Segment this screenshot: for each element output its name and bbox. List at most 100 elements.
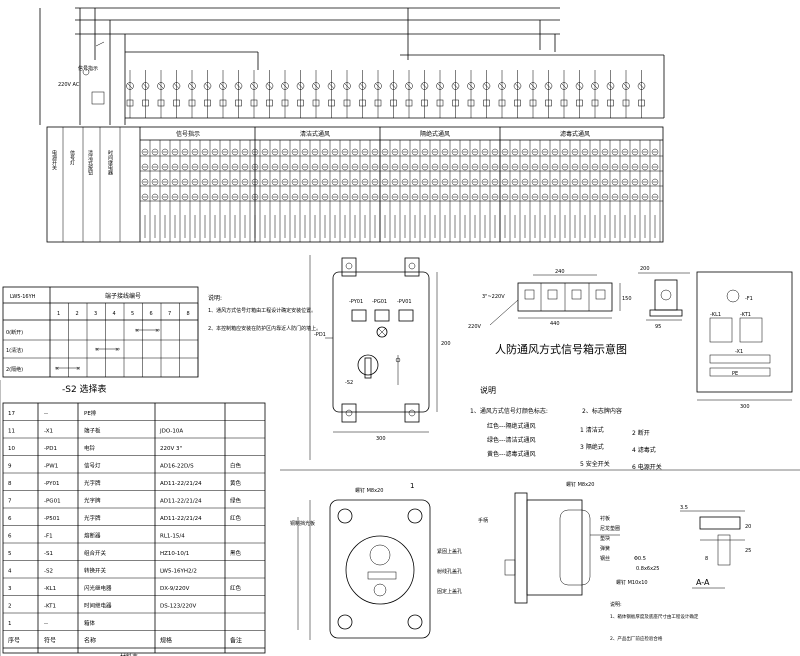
relay-coil-icon: [421, 99, 428, 107]
parts-cell: HZ10-10/1: [160, 551, 189, 557]
lamp-icon: [296, 82, 305, 90]
terminal-icon: [241, 148, 249, 156]
terminal-icon: [601, 193, 609, 201]
lamp-icon: [482, 82, 491, 90]
terminal-icon: [611, 148, 619, 156]
parts-cell: 8: [8, 481, 12, 487]
terminal-icon: [651, 163, 659, 171]
terminal-icon: [171, 178, 179, 186]
switch-table-title: 端子接线编号: [105, 292, 141, 300]
parts-header: 备注: [230, 637, 242, 645]
parts-cell: 4: [8, 569, 12, 575]
s2-title: -S2 选择表: [62, 383, 107, 395]
switch-col-header: 5: [131, 311, 134, 317]
terminal-icon: [361, 193, 369, 201]
terminal-icon: [221, 148, 229, 156]
relay-coil-icon: [188, 99, 196, 107]
terminal-icon: [231, 193, 239, 201]
terminal-icon: [611, 178, 619, 186]
terminal-icon: [161, 163, 169, 171]
parts-cell: RL1-15/4: [160, 534, 185, 540]
terminal-icon: [141, 178, 149, 186]
terminal-icon: [261, 148, 269, 156]
terminal-icon: [231, 163, 239, 171]
terminal-icon: [621, 148, 629, 156]
terminal-icon: [491, 148, 499, 156]
aa-label: A-A: [696, 578, 710, 587]
relay-coil-icon: [204, 99, 211, 107]
terminal-icon: [581, 163, 589, 171]
terminal-icon: [641, 193, 649, 201]
parts-cell: 信号灯: [84, 462, 101, 470]
notes-top-line-2: 2、本控制箱应安装在防护区内靠近人防门的墙上。: [208, 325, 321, 332]
lamp-icon: [250, 82, 258, 90]
parts-cell: 端子板: [84, 427, 101, 435]
terminal-icon: [291, 178, 299, 186]
parts-cell: 1: [8, 621, 12, 627]
switch-col-header: 3: [94, 311, 97, 317]
terminal-icon: [301, 148, 309, 156]
terminal-icon: [491, 193, 499, 201]
terminal-icon: [351, 178, 359, 186]
terminal-icon: [341, 148, 349, 156]
parts-cell: 220V 3": [160, 446, 182, 452]
box-dim-bottom: 440: [550, 321, 560, 327]
relay-coil-icon: [374, 99, 382, 107]
terminal-icon: [581, 178, 589, 186]
relay-coil-icon: [529, 99, 537, 107]
relay-coil-icon: [157, 99, 165, 107]
parts-cell: 电铃: [84, 444, 96, 452]
terminal-icon: [611, 163, 619, 171]
terminal-icon: [521, 193, 529, 201]
terminal-icon: [561, 148, 569, 156]
terminal-icon: [201, 178, 209, 186]
detail-front-part-no: 1: [410, 482, 414, 490]
lamp-icon: [374, 82, 382, 90]
terminal-icon: [431, 193, 439, 201]
cabinet-panel-view: -F1 -KL1 -KT1 -X1 PE 300: [696, 271, 793, 410]
terminal-icon: [451, 193, 459, 201]
parts-cell: -F1: [44, 534, 53, 540]
terminal-icon: [481, 163, 489, 171]
terminal-icon: [211, 193, 219, 201]
terminal-icon: [591, 148, 599, 156]
terminal-icon: [521, 163, 529, 171]
group-label-1: 清洁式通风: [300, 130, 330, 138]
section-label-screw: 螺钉 M8x20: [566, 481, 594, 488]
terminal-icon: [171, 148, 179, 156]
terminal-icon: [361, 178, 369, 186]
lamp-icon: [234, 82, 243, 90]
terminal-icon: [241, 193, 249, 201]
parts-cell: -X1: [44, 429, 53, 435]
terminal-icon: [311, 148, 319, 156]
lamp-icon: [591, 82, 599, 90]
terminal-icon: [321, 163, 329, 171]
side-dim-width: 200: [640, 266, 650, 272]
terminal-icon: [201, 163, 209, 171]
relay-coil-icon: [297, 99, 304, 107]
terminal-icon: [401, 163, 409, 171]
terminal-icon: [411, 163, 419, 171]
terminal-icon: [551, 193, 559, 201]
parts-cell: AD16-22D/S: [160, 464, 194, 470]
terminal-icon: [161, 193, 169, 201]
control-circuit-schematic: 220V AC 信号指示: [39, 7, 665, 125]
lamp-icon: [575, 82, 584, 90]
terminal-icon: [381, 193, 389, 201]
detail-front-view: 螺钉 M8x20 铜制挡光板 紧固上盖孔 射线孔盖孔 固定上盖孔 1: [290, 482, 462, 640]
lamp-icon: [281, 82, 289, 90]
signal-box-sketch: 240 440 150 3"~220V 220V 人防通风方式信号箱示意图: [468, 269, 632, 356]
relay-coil-icon: [219, 99, 227, 107]
left-header-4: 时间继电器: [107, 149, 113, 176]
terminal-icon: [221, 193, 229, 201]
switch-corner-label: LW5-16YH: [10, 294, 36, 300]
parts-cell: -S2: [44, 569, 53, 575]
left-header-1: 电源开关: [51, 149, 57, 171]
legend-left-2: 3 隔绝式: [580, 443, 604, 451]
parts-cell: 白色: [230, 462, 242, 470]
terminal-icon: [471, 193, 479, 201]
terminal-icon: [281, 193, 289, 201]
terminal-icon: [421, 163, 429, 171]
lamp-icon: [389, 82, 398, 90]
